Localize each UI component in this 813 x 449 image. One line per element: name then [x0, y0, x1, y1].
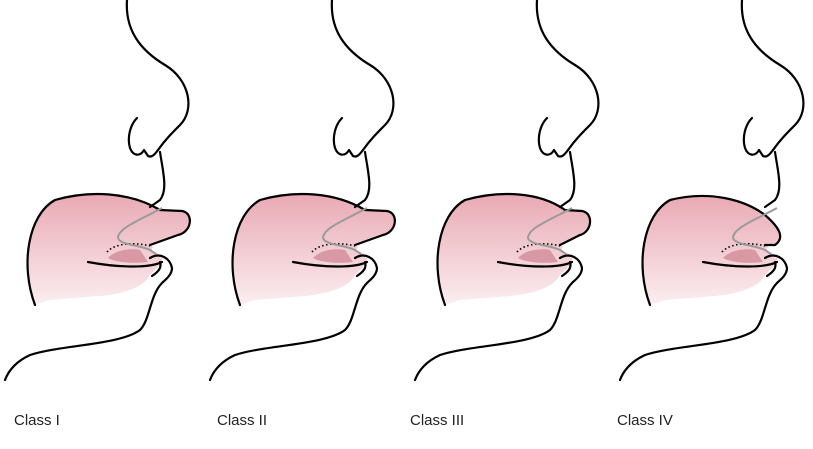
label-class-i: Class I — [14, 412, 60, 429]
nose-outline — [535, 0, 600, 152]
nose-outline — [330, 0, 395, 152]
mouth-fill — [27, 194, 190, 305]
face-profile-1 — [3, 0, 191, 382]
palate-line — [116, 207, 163, 255]
upper-lip — [558, 150, 576, 209]
lower-lip — [355, 260, 367, 278]
palate-line — [526, 207, 573, 255]
chin-neck — [3, 254, 174, 382]
pharynx — [518, 249, 558, 263]
chin-neck — [413, 254, 584, 382]
chin-neck — [208, 254, 379, 382]
nose-outline — [125, 0, 190, 152]
palate-line — [731, 207, 778, 255]
tongue-outline — [231, 192, 396, 307]
nostril — [127, 116, 160, 158]
face-profile-2 — [208, 0, 396, 382]
face-profile-4 — [618, 0, 805, 382]
upper-lip — [763, 150, 781, 209]
mouth-line — [86, 260, 164, 268]
lower-lip — [765, 260, 777, 278]
face-profile-3 — [413, 0, 600, 382]
nostril — [332, 116, 365, 158]
pharynx — [108, 249, 148, 263]
chin-neck — [618, 254, 789, 382]
tongue-outline — [26, 192, 191, 307]
pharynx — [313, 249, 353, 263]
lower-lip — [560, 260, 572, 278]
upper-lip — [353, 150, 371, 209]
lower-lip — [150, 260, 162, 278]
mouth-line — [291, 260, 369, 268]
tongue-outline — [641, 194, 782, 307]
nostril — [742, 116, 775, 158]
nose-outline — [740, 0, 805, 152]
label-class-iii: Class III — [410, 412, 465, 429]
pharynx — [723, 249, 763, 263]
mouth-fill — [437, 194, 591, 305]
tongue-outline — [436, 192, 592, 307]
mouth-fill — [232, 194, 395, 305]
upper-lip — [148, 150, 166, 209]
label-class-ii: Class II — [217, 412, 268, 429]
mouth-line — [701, 260, 779, 268]
mouth-line — [496, 260, 574, 268]
palate-line — [321, 207, 368, 255]
nostril — [537, 116, 570, 158]
label-class-iv: Class IV — [617, 412, 673, 429]
